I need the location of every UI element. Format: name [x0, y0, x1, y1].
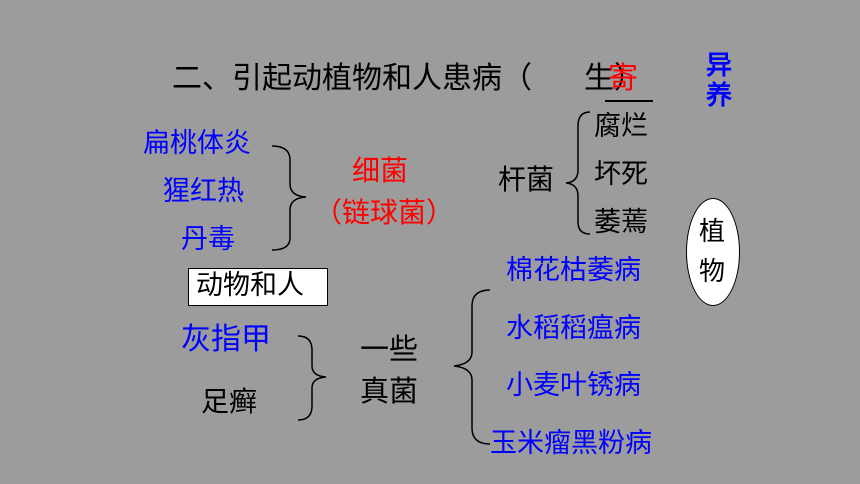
bacteria-disease-3: 丹毒 [181, 224, 235, 255]
fungi-plant-disease-2: 水稻稻瘟病 [506, 313, 641, 344]
brace-fungi-animal [297, 335, 327, 421]
fungi-plant-disease-4: 玉米瘤黑粉病 [490, 428, 652, 459]
plants-oval [686, 198, 740, 306]
bacillus-effect-2: 坏死 [594, 159, 648, 190]
bacteria-label: 细菌 [352, 154, 409, 187]
plants-label: 植物 [698, 217, 725, 288]
bacillus-effect-3: 萎蔫 [594, 207, 648, 238]
bacillus-label: 杆菌 [498, 163, 555, 196]
streptococcus-label: （链球菌） [314, 196, 455, 229]
title-main: 二、引起动植物和人患病（ [172, 61, 532, 96]
title-suffix: 生） [584, 61, 644, 96]
slide-title: 二、引起动植物和人患病（ 生） [172, 64, 644, 94]
title-blank-answer: 寄 [608, 61, 638, 96]
fungi-plant-disease-1: 棉花枯萎病 [506, 255, 641, 286]
bacillus-effect-1: 腐烂 [594, 111, 648, 142]
animals-and-humans-box [188, 268, 328, 306]
animals-and-humans-label: 动物和人 [196, 270, 304, 301]
fungi-label-2: 真菌 [360, 374, 419, 408]
fungi-plant-disease-3: 小麦叶锈病 [506, 370, 641, 401]
title-blank-underline [605, 66, 653, 102]
brace-bacteria-diseases [271, 145, 307, 251]
brace-bacillus-effects [565, 111, 591, 235]
side-note-heterotroph: 异养 [706, 51, 733, 111]
bacteria-disease-2: 猩红热 [163, 176, 244, 207]
fungi-animal-disease-2: 足癣 [201, 385, 258, 418]
fungi-animal-disease-1: 灰指甲 [181, 322, 271, 357]
bacteria-disease-1: 扁桃体炎 [143, 128, 251, 159]
brace-fungi-plant [453, 289, 491, 445]
fungi-label-1: 一些 [360, 332, 419, 366]
